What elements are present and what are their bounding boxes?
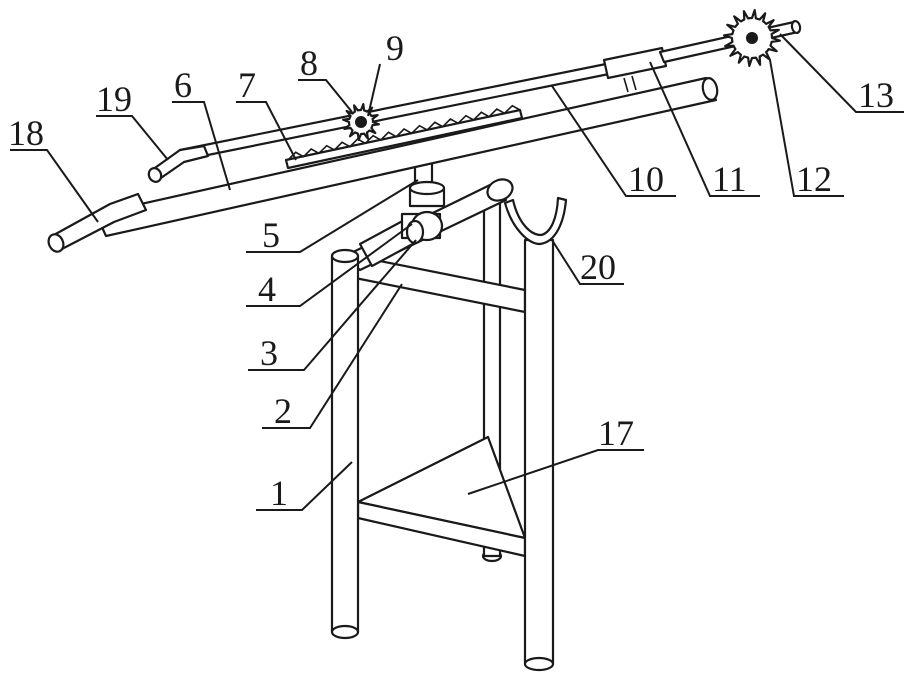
rack xyxy=(284,104,524,170)
label-4: 4 xyxy=(258,269,276,309)
label-20: 20 xyxy=(580,247,616,287)
label-11: 11 xyxy=(712,159,747,199)
label-12: 12 xyxy=(796,159,832,199)
leader-lines xyxy=(10,33,904,511)
label-10: 10 xyxy=(628,159,664,199)
front-right-post xyxy=(503,196,568,672)
label-9: 9 xyxy=(386,28,404,68)
part-labels: 18 19 6 7 8 9 10 11 12 13 5 4 3 2 20 17 … xyxy=(8,28,894,513)
label-6: 6 xyxy=(174,65,192,105)
label-5: 5 xyxy=(262,215,280,255)
label-3: 3 xyxy=(260,333,278,373)
label-13: 13 xyxy=(858,75,894,115)
label-19: 19 xyxy=(96,79,132,119)
upper-handle xyxy=(147,144,210,183)
label-8: 8 xyxy=(300,43,318,83)
label-18: 18 xyxy=(8,113,44,153)
end-gear xyxy=(723,9,781,67)
small-gear xyxy=(342,103,380,141)
lower-handle xyxy=(47,192,148,253)
label-2: 2 xyxy=(274,391,292,431)
front-left-post xyxy=(330,248,360,640)
label-17: 17 xyxy=(598,413,634,453)
label-1: 1 xyxy=(270,473,288,513)
label-7: 7 xyxy=(238,65,256,105)
